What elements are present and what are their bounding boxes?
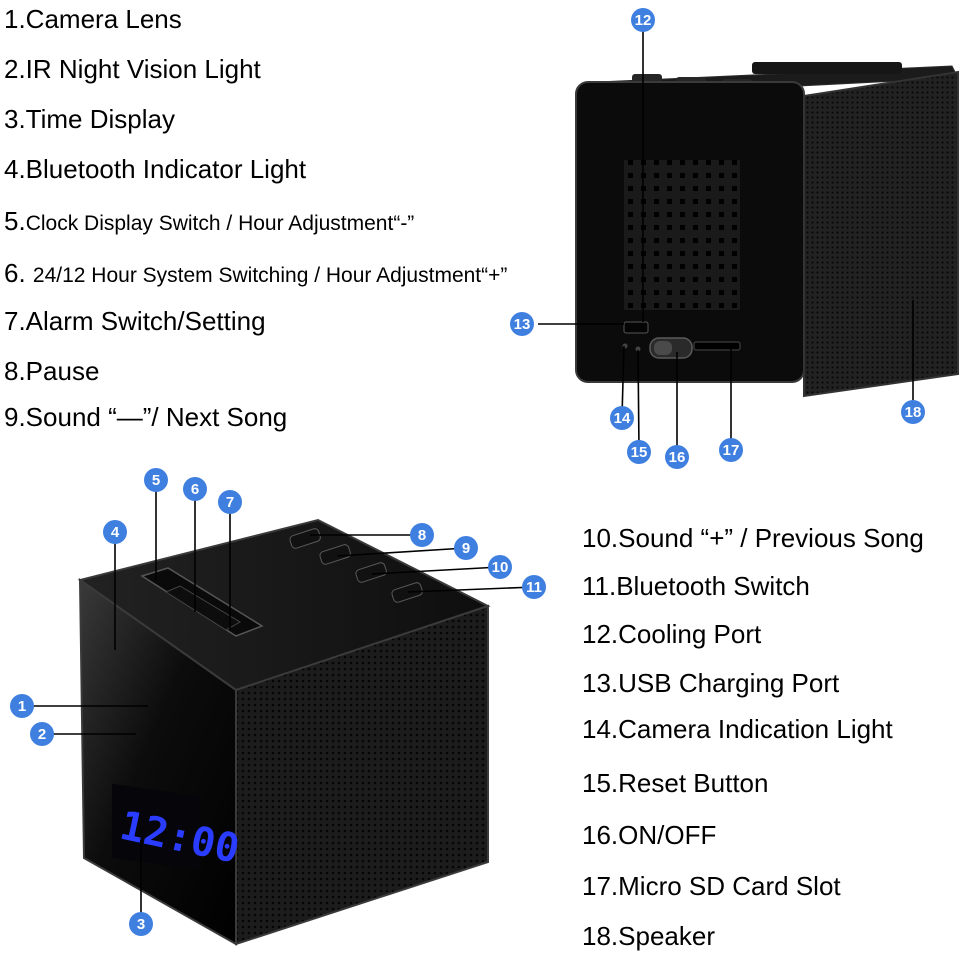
side-speaker-face bbox=[803, 70, 959, 398]
svg-text:18: 18 bbox=[905, 404, 922, 421]
legend-item-5-number: 5. bbox=[4, 206, 26, 236]
svg-text:16: 16 bbox=[669, 449, 686, 466]
leader-lines bbox=[22, 20, 914, 924]
top-button-10 bbox=[355, 562, 387, 583]
svg-text:12: 12 bbox=[635, 12, 652, 29]
svg-text:3: 3 bbox=[137, 916, 145, 933]
svg-text:4: 4 bbox=[111, 524, 120, 541]
legend-item-18: 18.Speaker bbox=[582, 921, 715, 951]
time-display-panel bbox=[112, 783, 200, 871]
legend-item-5-text: Clock Display Switch / Hour Adjustment“-… bbox=[25, 212, 415, 235]
badge-9: 9 bbox=[454, 536, 478, 560]
badge-17: 17 bbox=[719, 438, 743, 462]
legend-item-4: 4.Bluetooth Indicator Light bbox=[4, 154, 307, 184]
legend-item-1: 1.Camera Lens bbox=[4, 4, 182, 34]
badge-14: 14 bbox=[610, 406, 634, 430]
svg-text:15: 15 bbox=[631, 444, 648, 461]
top-button-8 bbox=[289, 528, 321, 549]
legend-item-16: 16.ON/OFF bbox=[582, 820, 717, 850]
legend-item-7: 7.Alarm Switch/Setting bbox=[4, 306, 266, 336]
svg-text:11: 11 bbox=[526, 579, 542, 596]
badge-2: 2 bbox=[30, 722, 54, 746]
svg-text:13: 13 bbox=[514, 316, 531, 333]
badge-4: 4 bbox=[103, 520, 127, 544]
top-button-6 bbox=[164, 585, 241, 631]
legend-item-3: 3.Time Display bbox=[4, 104, 175, 134]
device-front-view: 12:00 bbox=[77, 518, 491, 946]
svg-text:10: 10 bbox=[492, 559, 509, 576]
on-off-knob bbox=[654, 341, 672, 355]
cooling-port-grid bbox=[624, 160, 740, 310]
sd-card-slot bbox=[693, 341, 741, 351]
legend-item-14: 14.Camera Indication Light bbox=[582, 714, 893, 744]
legend-item-2: 2.IR Night Vision Light bbox=[4, 54, 261, 84]
badge-15: 15 bbox=[627, 440, 651, 464]
svg-text:6: 6 bbox=[191, 481, 199, 498]
legend-item-8: 8.Pause bbox=[4, 356, 100, 386]
device-back-view bbox=[575, 62, 959, 398]
legend-item-6-number: 6. bbox=[4, 258, 33, 288]
usb-port bbox=[623, 321, 649, 334]
badge-12: 12 bbox=[631, 8, 655, 32]
svg-text:14: 14 bbox=[614, 410, 631, 427]
svg-text:9: 9 bbox=[462, 540, 470, 557]
legend-item-17: 17.Micro SD Card Slot bbox=[582, 871, 841, 901]
badge-11: 11 bbox=[522, 575, 546, 599]
svg-text:8: 8 bbox=[418, 527, 426, 544]
badge-18: 18 bbox=[901, 400, 925, 424]
top-button-11 bbox=[391, 582, 423, 603]
legend-item-6: 6. 24/12 Hour System Switching / Hour Ad… bbox=[4, 258, 507, 291]
top-button-9 bbox=[319, 544, 351, 565]
badge-5: 5 bbox=[144, 468, 168, 492]
legend-item-13: 13.USB Charging Port bbox=[582, 668, 840, 698]
svg-text:1: 1 bbox=[18, 698, 26, 715]
badge-8: 8 bbox=[410, 523, 434, 547]
badge-13: 13 bbox=[510, 312, 534, 336]
badge-10: 10 bbox=[488, 555, 512, 579]
callout-badges: 1 2 3 4 5 6 7 8 9 10 11 12 13 14 15 16 1… bbox=[10, 8, 925, 936]
svg-text:5: 5 bbox=[152, 472, 160, 489]
badge-3: 3 bbox=[129, 912, 153, 936]
svg-text:17: 17 bbox=[723, 442, 740, 459]
legend-item-5: 5.Clock Display Switch / Hour Adjustment… bbox=[4, 206, 414, 239]
legend-item-15: 15.Reset Button bbox=[582, 768, 769, 798]
reset-button-hole bbox=[635, 346, 641, 352]
legend-item-6-text: 24/12 Hour System Switching / Hour Adjus… bbox=[32, 264, 508, 287]
svg-text:7: 7 bbox=[226, 494, 234, 511]
back-top-panel bbox=[752, 62, 902, 74]
legend-item-12: 12.Cooling Port bbox=[582, 619, 762, 649]
legend-item-9: 9.Sound “—”/ Next Song bbox=[4, 402, 288, 432]
back-top-button-1 bbox=[632, 74, 662, 83]
badge-6: 6 bbox=[183, 477, 207, 501]
badge-16: 16 bbox=[665, 445, 689, 469]
legend-item-10: 10.Sound “+” / Previous Song bbox=[582, 523, 924, 553]
svg-text:2: 2 bbox=[38, 726, 46, 743]
top-buttons-right bbox=[289, 528, 423, 603]
legend-item-11: 11.Bluetooth Switch bbox=[582, 571, 810, 601]
badge-7: 7 bbox=[218, 490, 242, 514]
badge-1: 1 bbox=[10, 694, 34, 718]
front-speaker-face bbox=[235, 604, 489, 946]
